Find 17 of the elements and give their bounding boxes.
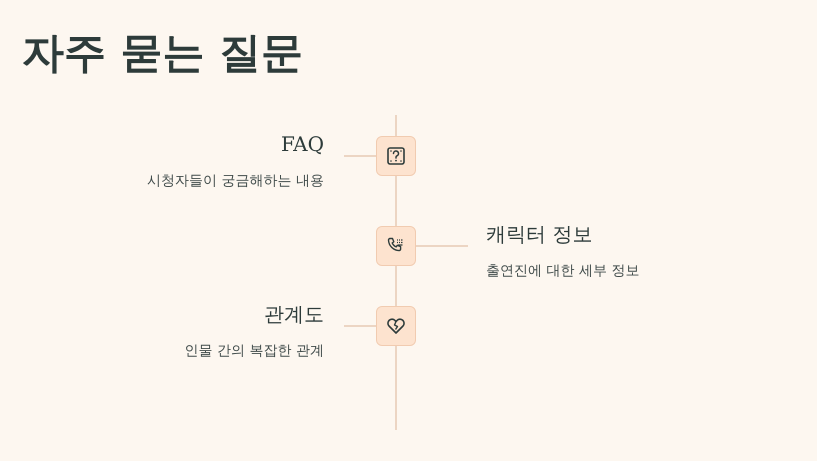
icon-tile <box>376 136 416 176</box>
title: 자주 묻는 질문 <box>22 30 304 76</box>
connector-line <box>395 266 397 306</box>
connector-line <box>416 245 468 247</box>
connector-line <box>344 155 376 157</box>
item-description: 인물 간의 복잡한 관계 <box>184 342 324 360</box>
item-description: 출연진에 대한 세부 정보 <box>486 262 640 280</box>
connector-line <box>395 346 397 430</box>
icon-tile <box>376 226 416 266</box>
item-heading: 캐릭터 정보 <box>486 222 592 246</box>
icon-tile <box>376 306 416 346</box>
connector-line <box>395 115 397 136</box>
connector-line <box>344 325 376 327</box>
item-heading: FAQ <box>281 132 324 156</box>
item-heading: 관계도 <box>264 302 324 326</box>
connector-line <box>395 176 397 226</box>
item-description: 시청자들이 궁금해하는 내용 <box>147 172 324 190</box>
